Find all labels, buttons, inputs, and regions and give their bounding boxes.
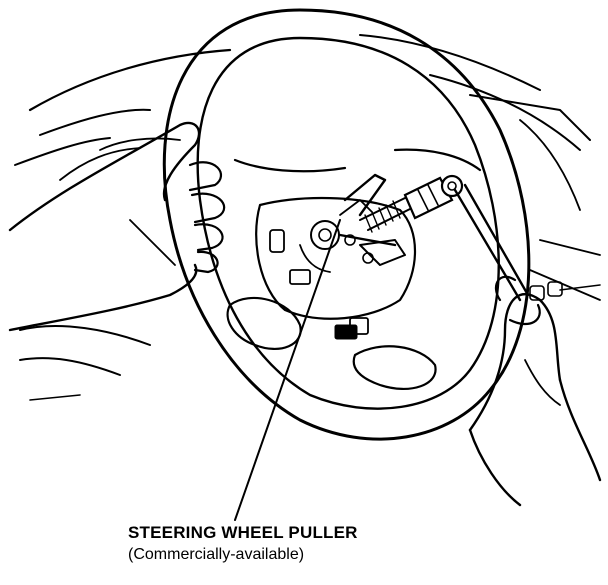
callout-subtitle: (Commercially-available) bbox=[128, 545, 305, 563]
right-hand bbox=[468, 275, 602, 507]
left-hand bbox=[8, 121, 226, 332]
callout-label: STEERING WHEEL PULLER (Commercially-avai… bbox=[128, 523, 358, 563]
callout-title: STEERING WHEEL PULLER bbox=[128, 523, 358, 542]
steering-wheel-rim bbox=[162, 8, 531, 441]
dashboard bbox=[14, 34, 601, 401]
steering-wheel-puller-tool bbox=[338, 173, 530, 302]
callout-leader-line bbox=[234, 219, 341, 521]
